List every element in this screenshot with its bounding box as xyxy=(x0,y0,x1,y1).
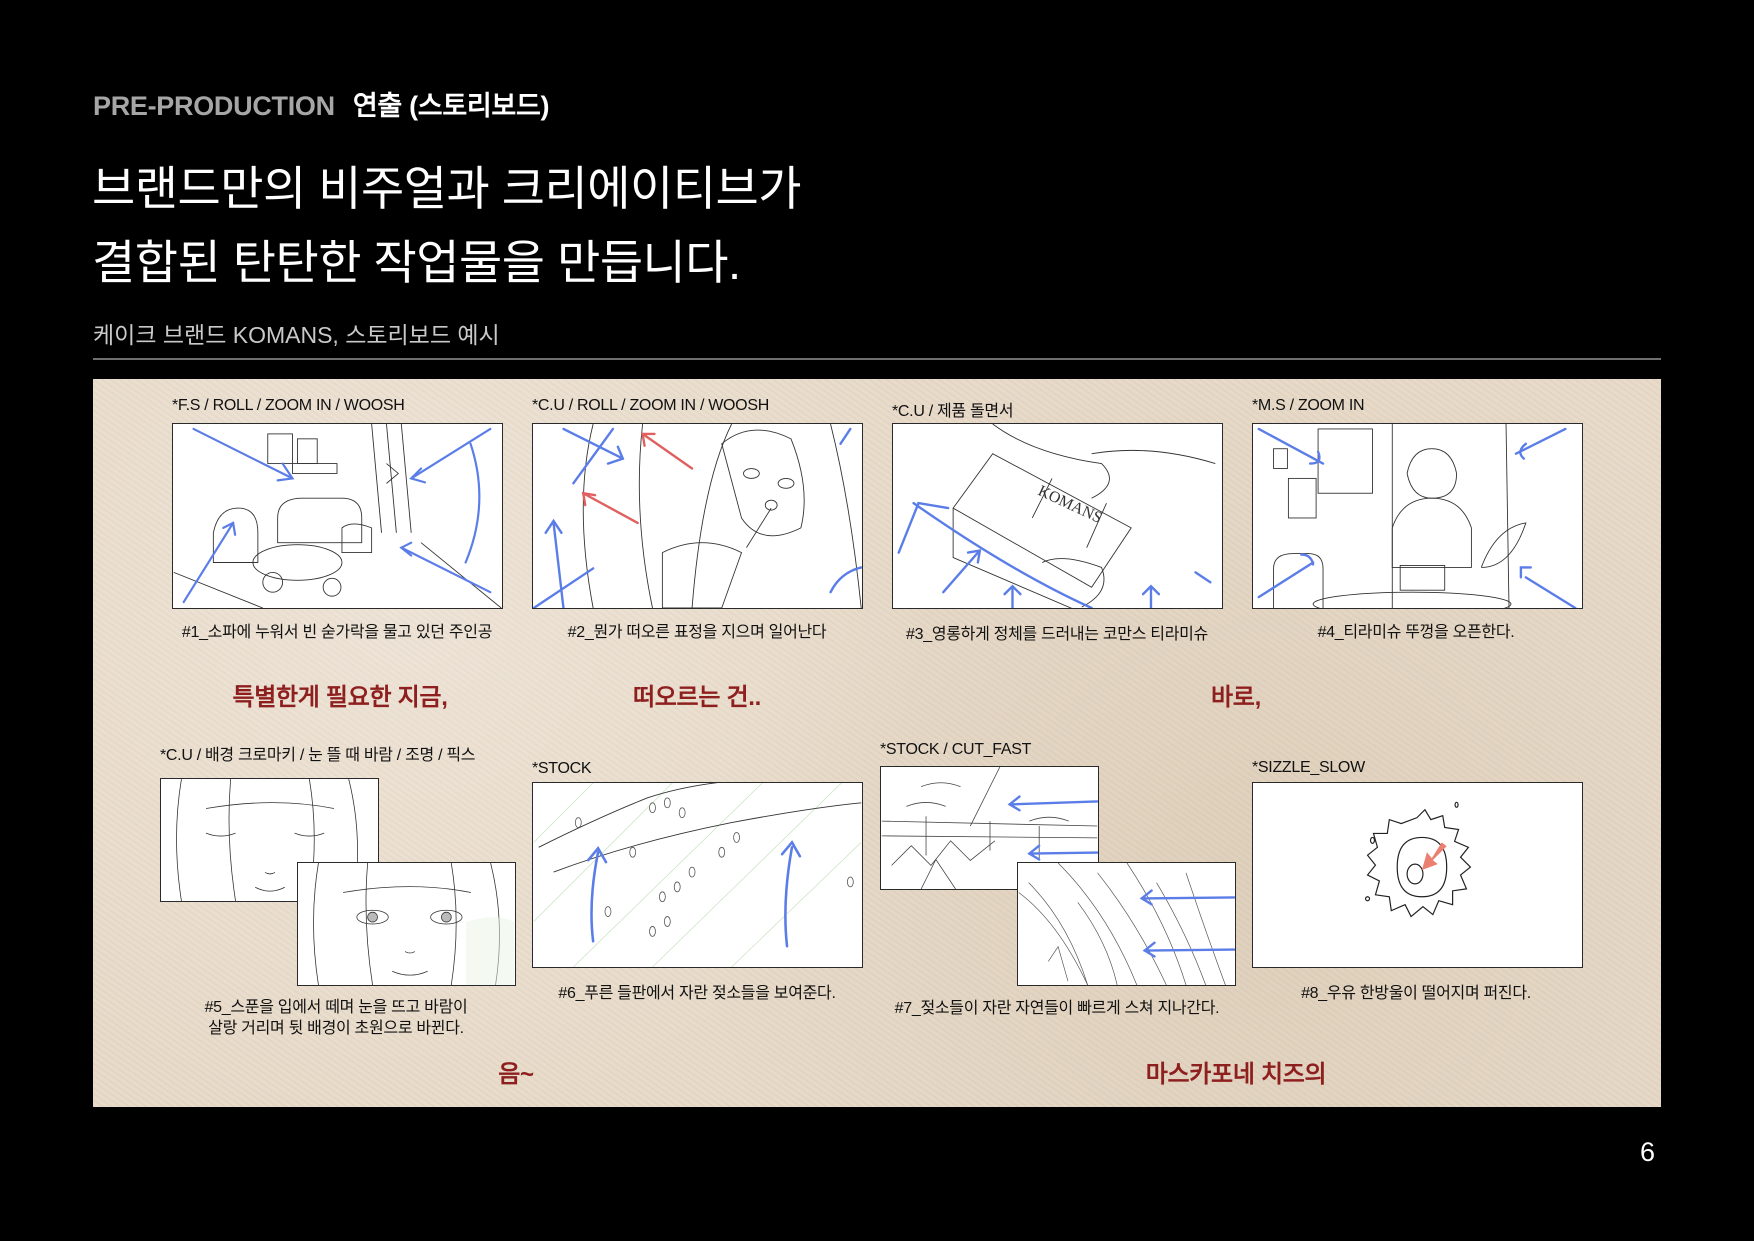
shot-3-caption: #3_영롱하게 정체를 드러내는 코만스 티라미슈 xyxy=(906,626,1208,643)
shot-7-label: *STOCK / CUT_FAST xyxy=(880,741,1032,758)
shot-7-caption: #7_젖소들이 자란 자연들이 빠르게 스쳐 지나간다. xyxy=(894,1000,1220,1017)
shot-5-frame-b xyxy=(297,862,516,986)
narration-line-1: 특별한게 필요한 지금, xyxy=(232,684,448,711)
milk-drop-sketch-icon xyxy=(1364,801,1472,918)
field-cows-sketch-icon xyxy=(533,783,862,967)
shot-4-frame xyxy=(1252,423,1583,609)
narration-line-2: 떠오르는 건.. xyxy=(632,684,762,711)
landscape-fence-sketch-icon xyxy=(881,767,1098,889)
shot-5-label: *C.U / 배경 크로마키 / 눈 뜰 때 바람 / 조명 / 픽스 xyxy=(160,747,476,764)
shot-6-frame xyxy=(532,782,863,968)
section-label-en: PRE-PRODUCTION xyxy=(93,91,335,121)
svg-text:KOMANS: KOMANS xyxy=(1035,483,1104,527)
narration-line-5: 마스카포네 치즈의 xyxy=(1145,1061,1327,1088)
shot-1-caption: #1_소파에 누워서 빈 숟가락을 물고 있던 주인공 xyxy=(181,624,493,641)
shot-1-frame xyxy=(172,423,503,609)
girl-with-spoon-sketch-icon xyxy=(533,424,862,608)
girl-opening-box-sketch-icon xyxy=(1257,424,1577,608)
section-eyebrow: PRE-PRODUCTION 연출 (스토리보드) xyxy=(93,84,549,123)
title-line-1: 브랜드만의 비주얼과 크리에이티브가 xyxy=(92,162,801,215)
shot-5-caption-line-1: #5_스푼을 입에서 떼며 눈을 뜨고 바람이 xyxy=(204,999,468,1016)
narration-line-3: 바로, xyxy=(1211,684,1261,711)
shot-4-label: *M.S / ZOOM IN xyxy=(1252,397,1365,414)
shot-2-label: *C.U / ROLL / ZOOM IN / WOOSH xyxy=(532,397,769,414)
shot-3-frame: KOMANS xyxy=(892,423,1223,609)
shot-2-caption: #2_뭔가 떠오른 표정을 지으며 일어난다 xyxy=(567,624,827,641)
shot-1-label: *F.S / ROLL / ZOOM IN / WOOSH xyxy=(172,397,405,414)
title-line-2: 결합된 탄탄한 작업물을 만듭니다. xyxy=(92,236,741,289)
shot-8-caption: #8_우유 한방울이 떨어지며 퍼진다. xyxy=(1301,985,1531,1002)
living-room-sketch-icon xyxy=(173,424,502,608)
page-title: 브랜드만의 비주얼과 크리에이티브가 결합된 탄탄한 작업물을 만듭니다. xyxy=(92,152,801,300)
shot-4-caption: #4_티라미슈 뚜껑을 오픈한다. xyxy=(1317,624,1515,641)
section-label-ko: 연출 (스토리보드) xyxy=(352,91,550,121)
shot-3-label: *C.U / 제품 돌면서 xyxy=(892,403,1014,420)
narration-line-4: 음~ xyxy=(498,1061,534,1088)
header-divider xyxy=(93,358,1661,360)
shot-5-caption-line-2: 살랑 거리며 뒷 배경이 초원으로 바뀐다. xyxy=(208,1020,464,1037)
page-subtitle: 케이크 브랜드 KOMANS, 스토리보드 예시 xyxy=(93,322,500,348)
shot-7-frame-b xyxy=(1017,862,1236,986)
shot-6-label: *STOCK xyxy=(532,760,592,777)
shot-6-caption: #6_푸른 들판에서 자란 젖소들을 보여준다. xyxy=(558,985,836,1002)
shot-8-label: *SIZZLE_SLOW xyxy=(1252,759,1365,776)
face-eyes-closed-sketch-icon xyxy=(176,779,358,901)
shot-8-frame xyxy=(1252,782,1583,968)
komans-box-sketch-icon: KOMANS xyxy=(897,424,1216,608)
face-eyes-open-sketch-icon xyxy=(313,863,515,985)
grass-blowing-sketch-icon xyxy=(1018,863,1235,985)
shot-2-frame xyxy=(532,423,863,609)
page-number: 6 xyxy=(1640,1137,1656,1167)
shot-5-caption: #5_스푼을 입에서 떼며 눈을 뜨고 바람이 살랑 거리며 뒷 배경이 초원으… xyxy=(205,997,468,1039)
